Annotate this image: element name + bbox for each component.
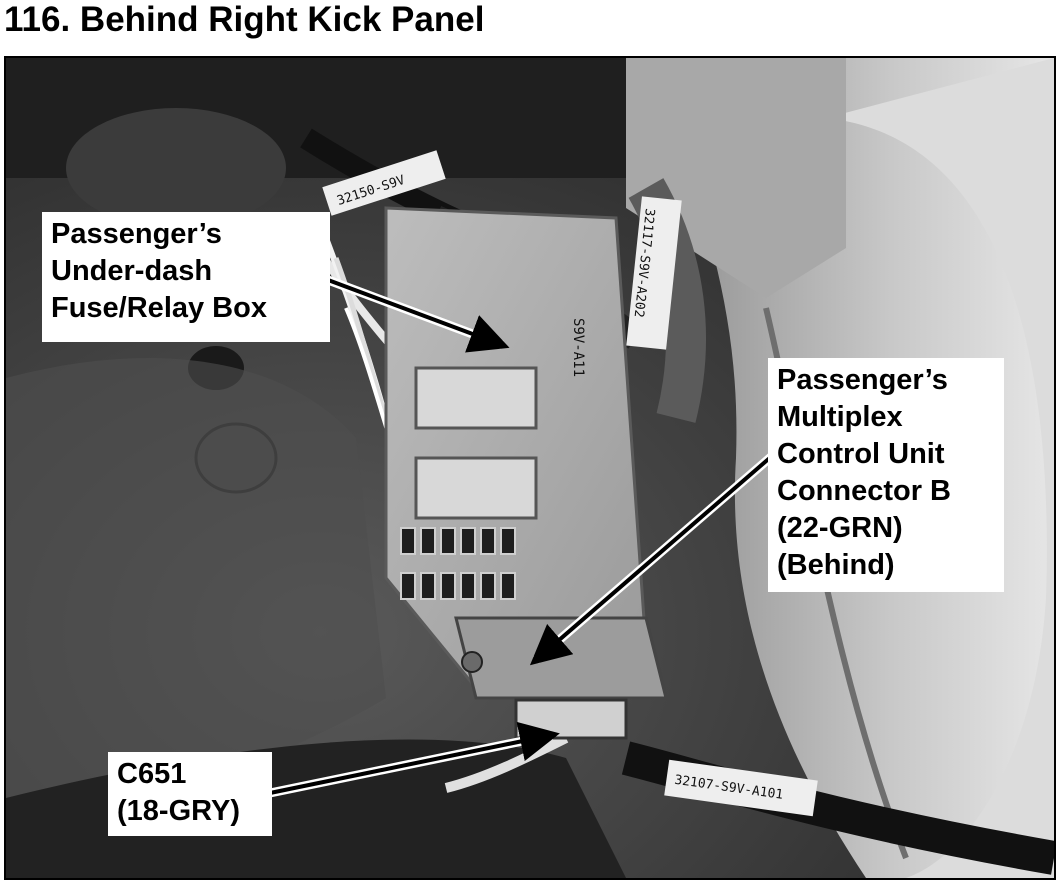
c651-arrow (269, 721, 560, 795)
multiplex-callout-line4: Connector B (777, 475, 951, 507)
multiplex-callout-line1: Passenger’s (777, 364, 948, 396)
multiplex-callout-line6: (Behind) (777, 549, 895, 581)
fuse-box-callout-line1: Passenger’s (51, 218, 222, 250)
fuse-box-callout-line2: Under-dash (51, 255, 213, 287)
fuse-box-callout-line3: Fuse/Relay Box (51, 292, 267, 324)
page-title: 116. Behind Right Kick Panel (4, 0, 485, 39)
c651-callout-line1: C651 (117, 758, 187, 790)
c651-callout: C651 (18-GRY) (108, 752, 272, 836)
fuse-box-arrow (311, 272, 510, 353)
c651-callout-line2: (18-GRY) (117, 795, 240, 827)
multiplex-arrow (529, 454, 774, 666)
multiplex-callout-line3: Control Unit (777, 438, 945, 470)
fuse-box-callout: Passenger’s Under-dash Fuse/Relay Box (42, 212, 330, 342)
box-molded-label: S9V-A11 (570, 318, 586, 377)
multiplex-callout-line2: Multiplex (777, 401, 903, 433)
multiplex-callout-line5: (22-GRN) (777, 512, 903, 544)
multiplex-callout: Passenger’s Multiplex Control Unit Conne… (768, 358, 1004, 592)
